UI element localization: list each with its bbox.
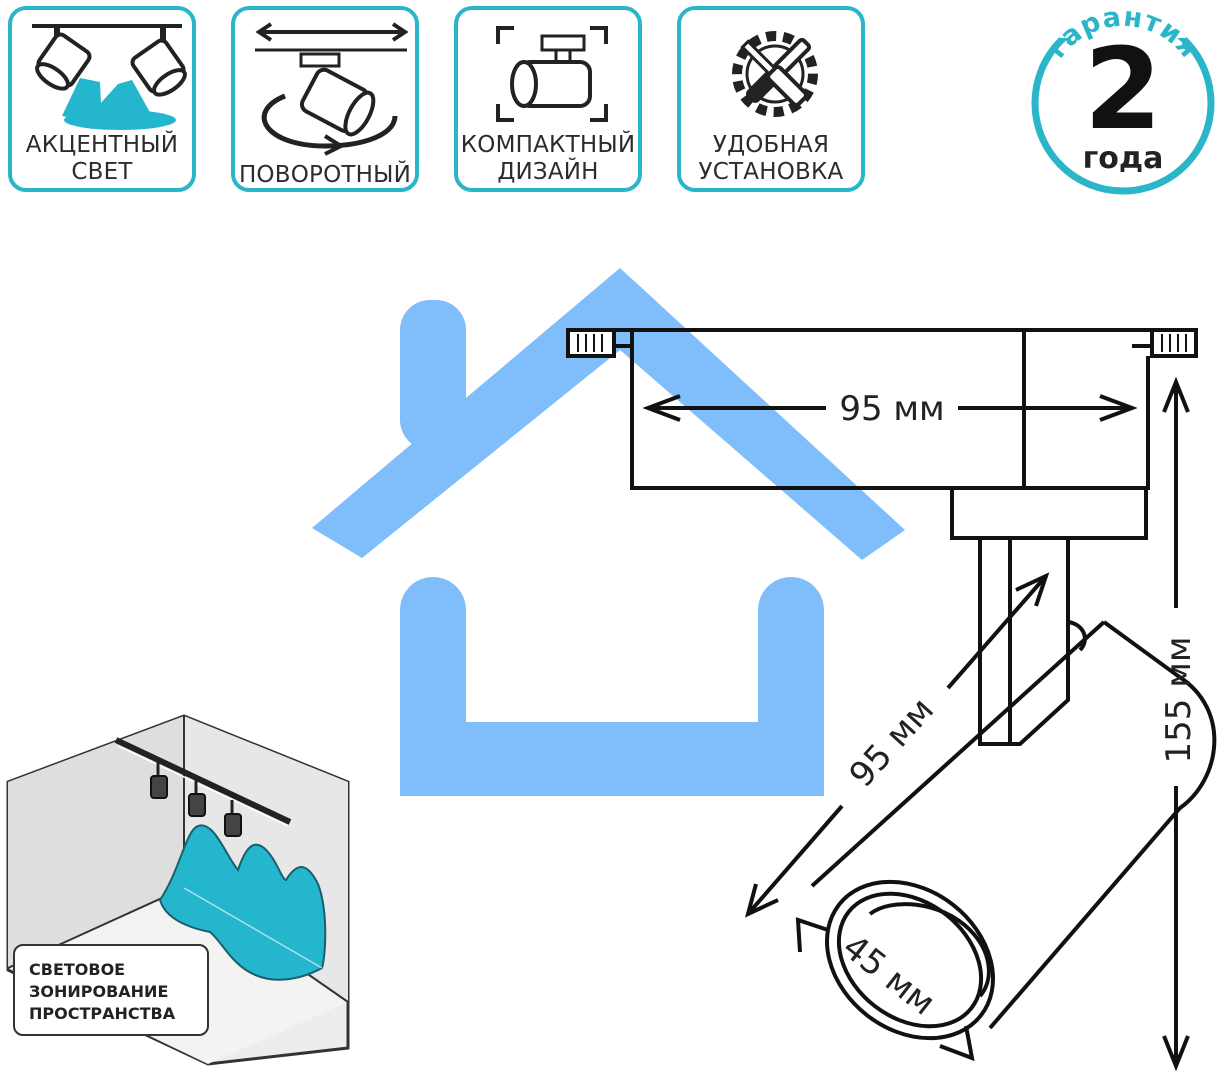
feature-card-compact: КОМПАКТНЫЙ ДИЗАЙН (454, 6, 642, 192)
feature-label: АКЦЕНТНЫЙ СВЕТ (25, 132, 179, 185)
room-spotlight (224, 800, 242, 837)
warranty-number: 2 (1084, 25, 1162, 155)
installation-tools-icon (732, 31, 818, 117)
warranty-unit: года (1082, 141, 1164, 176)
room-caption: СВЕТОВОЕ ЗОНИРОВАНИЕ ПРОСТРАНСТВА (13, 944, 209, 1036)
feature-label: ПОВОРОТНЫЙ (238, 162, 412, 188)
room-spotlight (188, 780, 206, 817)
dimension-adapter-width: 95 мм (839, 389, 944, 429)
feature-card-accent-light: АКЦЕНТНЫЙ СВЕТ (8, 6, 196, 192)
spotlight-outline (566, 328, 1217, 1041)
house-watermark-icon (312, 268, 905, 796)
feature-card-rotary: ПОВОРОТНЫЙ (231, 6, 419, 192)
feature-label: УДОБНАЯ УСТАНОВКА (698, 132, 844, 185)
accent-spotlights-icon (32, 24, 187, 130)
room-spotlight (150, 762, 168, 799)
feature-label: КОМПАКТНЫЙ ДИЗАЙН (460, 132, 636, 185)
feature-card-installation: УДОБНАЯ УСТАНОВКА (677, 6, 865, 192)
warranty-badge: гарантия 2 года (1026, 4, 1220, 198)
rotation-icon (255, 22, 409, 156)
dimension-total-height: 155 мм (1159, 636, 1199, 763)
warranty-ring: гарантия (1031, 4, 1215, 195)
dimension-arrows (642, 376, 1190, 1072)
compact-design-icon (496, 26, 608, 122)
